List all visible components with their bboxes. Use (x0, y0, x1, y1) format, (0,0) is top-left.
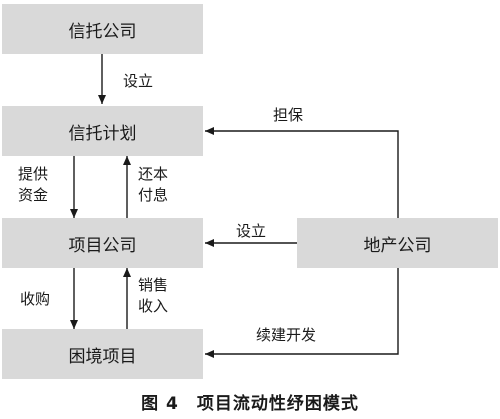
edge-label-provide-funds-line1: 提供 (17, 165, 48, 183)
distressed-project-box: 困境项目 (2, 329, 203, 379)
edge-label-sales-income-line1: 销售 (137, 276, 168, 294)
project-company-box: 项目公司 (2, 218, 203, 268)
project-company-label: 项目公司 (68, 235, 137, 256)
edge-label-repay-line1: 还本 (137, 165, 168, 183)
edge-label-sales-income-line2: 收入 (137, 297, 168, 315)
arrow-real-estate-guarantee (205, 127, 399, 218)
edge-label-repay-line2: 付息 (137, 186, 168, 204)
edge-label-provide-funds-line2: 资金 (17, 186, 48, 204)
arrow-real-estate-development (205, 268, 399, 358)
edge-label-establish-plan: 设立 (123, 72, 154, 90)
edge-label-establish-project: 设立 (236, 222, 267, 240)
edge-label-provide-funds: 提供 资金 (15, 164, 51, 206)
trust-plan-box: 信托计划 (2, 106, 203, 156)
trust-company-label: 信托公司 (68, 21, 137, 42)
edge-label-continue-development: 续建开发 (256, 326, 317, 344)
edge-label-acquire: 收购 (20, 290, 51, 308)
edge-label-repay: 还本 付息 (135, 164, 171, 206)
trust-company-box: 信托公司 (2, 4, 203, 54)
distressed-project-label: 困境项目 (68, 346, 137, 367)
real-estate-company-label: 地产公司 (363, 235, 432, 256)
edge-label-guarantee: 担保 (273, 106, 304, 124)
real-estate-company-box: 地产公司 (297, 218, 498, 268)
trust-plan-label: 信托计划 (68, 123, 137, 144)
edge-label-sales-income: 销售 收入 (135, 275, 171, 317)
figure-caption: 图 4 项目流动性纾困模式 (141, 394, 359, 414)
